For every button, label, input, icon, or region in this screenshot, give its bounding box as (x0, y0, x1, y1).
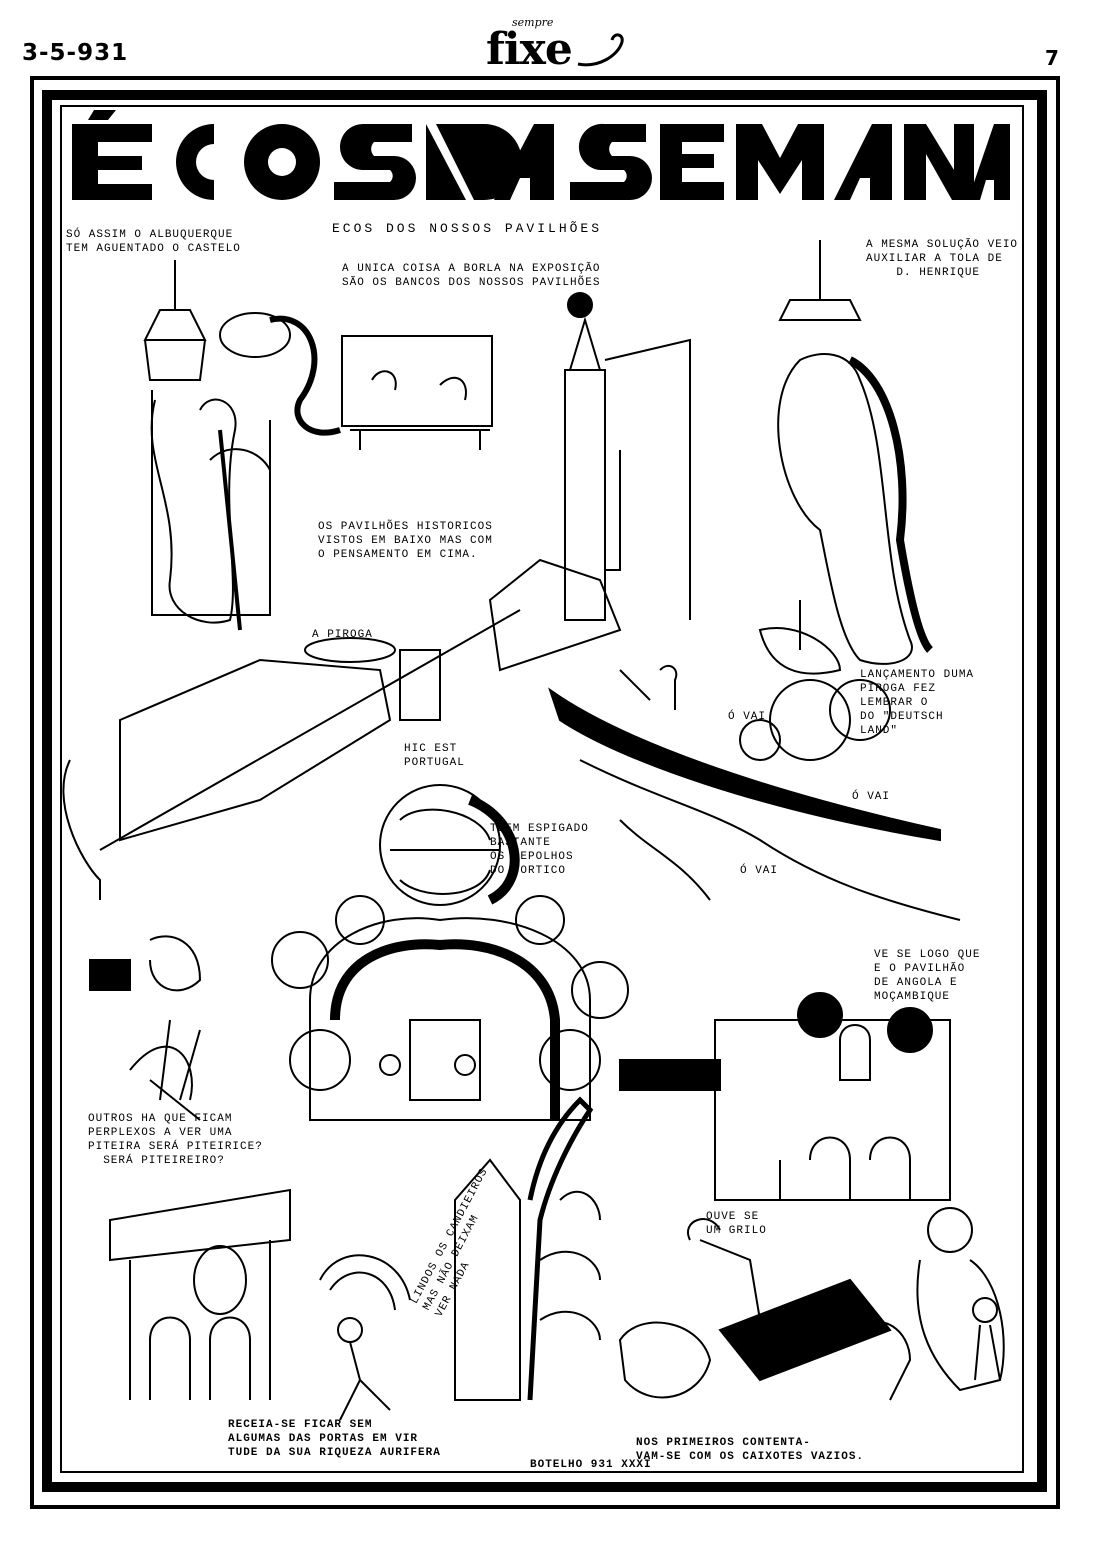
caption-grilo: OUVE SE UM GRILO (706, 1211, 767, 1237)
caption-repolhos: TEEM ESPIGADO BASTANTE OS REPOLHOS DO PO… (490, 823, 589, 877)
caption-historicos: OS PAVILHÕES HISTORICOS VISTOS EM BAIXO … (318, 521, 493, 561)
caption-angola: VE SE LOGO QUE E O PAVILHÃO DE ANGOLA E … (874, 949, 981, 1003)
inner-border (42, 90, 1047, 1492)
caption-o-vai-2: Ó VAI (852, 791, 891, 803)
masthead-logo: sempre fixe (478, 16, 638, 75)
page-number: 7 (1045, 46, 1059, 70)
issue-date: 3-5-931 (22, 40, 129, 66)
panel-border (60, 105, 1024, 1473)
masthead-small-text: sempre (512, 16, 554, 29)
caption-piroga-label: A PIROGA (312, 629, 373, 641)
caption-henrique: A MESMA SOLUÇÃO VEIO AUXILIAR A TOLA DE … (866, 239, 1019, 279)
caption-bancos: A UNICA COISA A BORLA NA EXPOSIÇÃO SÃO O… (342, 263, 601, 289)
caption-portas: RECEIA-SE FICAR SEM ALGUMAS DAS PORTAS E… (228, 1419, 441, 1459)
caption-o-vai-1: Ó VAI (728, 711, 767, 723)
caption-o-vai-3: Ó VAI (740, 865, 779, 877)
caption-hic-est: HIC EST PORTUGAL (404, 743, 465, 769)
caption-piteira: OUTROS HA QUE FICAM PERPLEXOS A VER UMA … (88, 1113, 263, 1167)
outer-border (30, 76, 1060, 1509)
section-subtitle: ECOS DOS NOSSOS PAVILHÕES (332, 221, 603, 236)
section-title-artwork (72, 110, 1010, 200)
cartoon-illustration (62, 240, 1005, 1421)
masthead-flourish (577, 33, 624, 67)
caption-lancamento: LANÇAMENTO DUMA PIROGA FEZ LEMBRAR O DO … (860, 669, 975, 737)
caption-caixotes: NOS PRIMEIROS CONTENTA- VAM-SE COM OS CA… (636, 1437, 865, 1463)
artist-signature: BOTELHO 931 XXXI (530, 1459, 652, 1471)
masthead-title: fixe (486, 24, 573, 75)
caption-albuquerque: SÓ ASSIM O ALBUQUERQUE TEM AGUENTADO O C… (66, 229, 241, 255)
